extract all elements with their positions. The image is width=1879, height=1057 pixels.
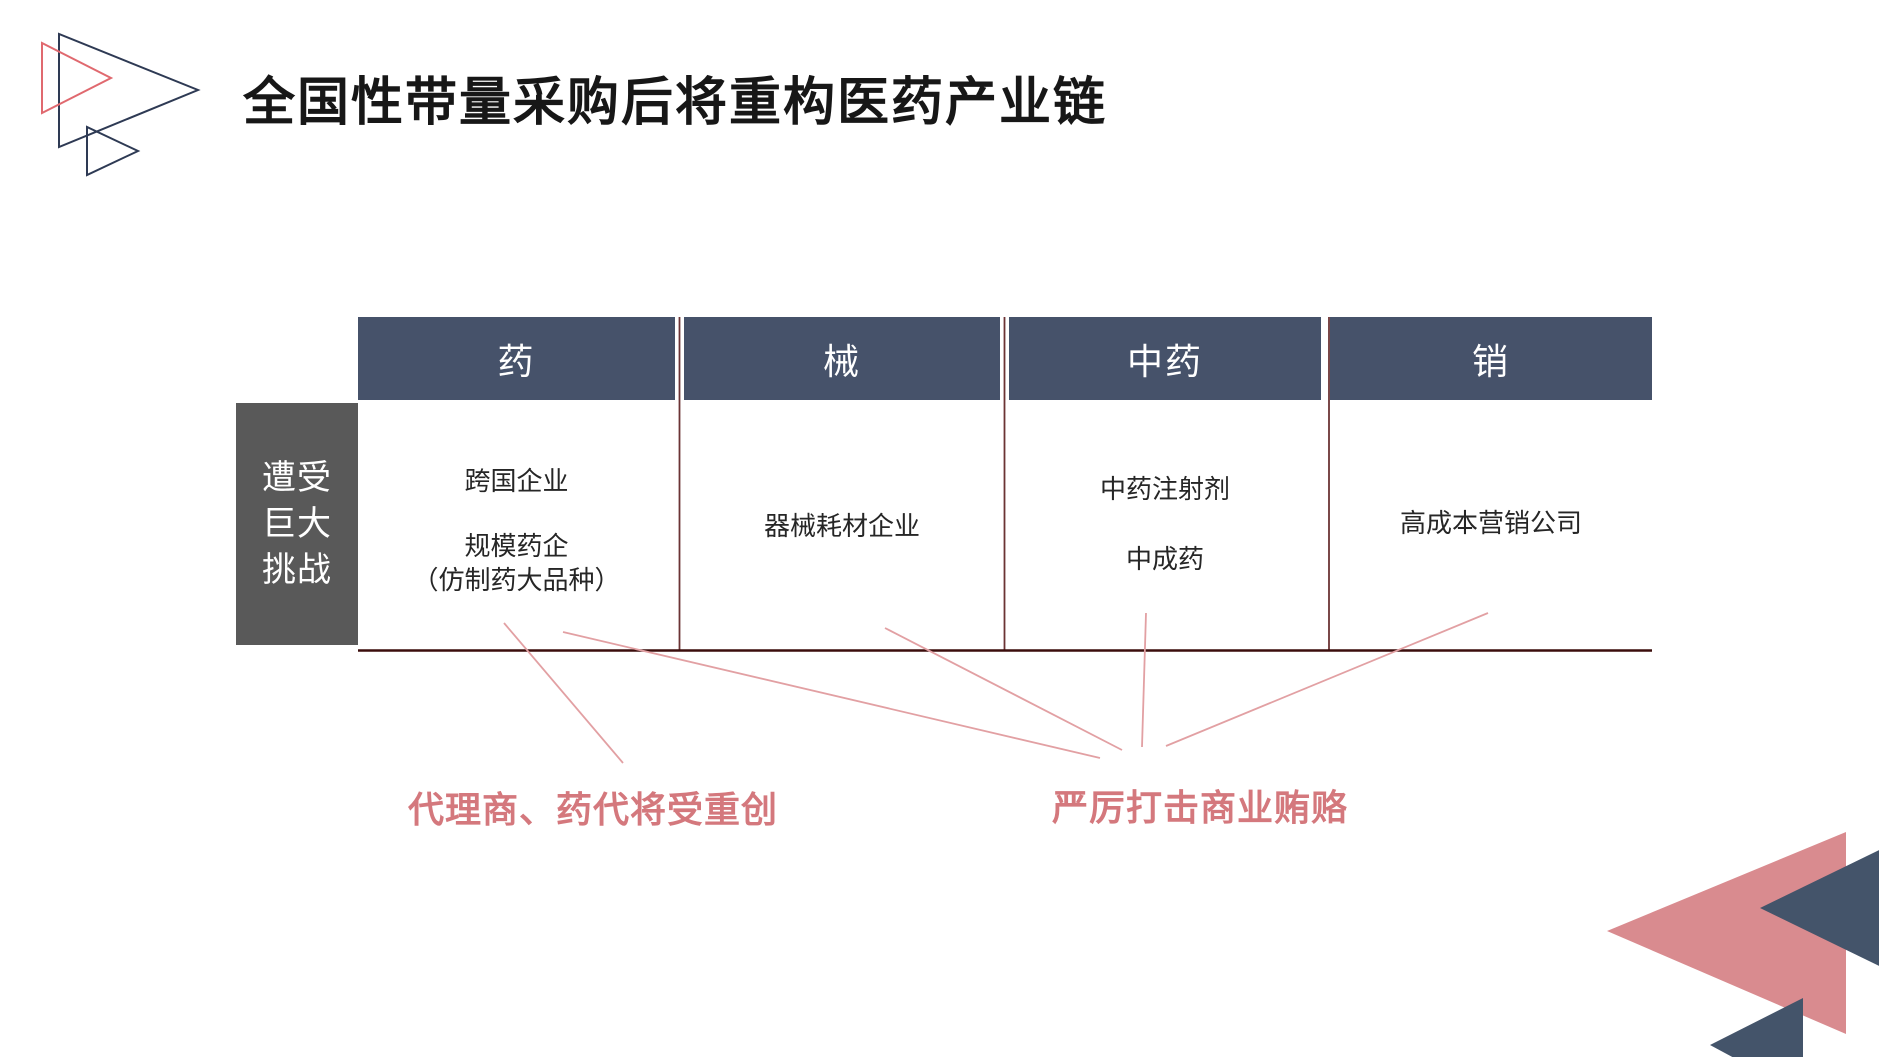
column-header-sales: 销 bbox=[1330, 317, 1652, 400]
column-header-pharma: 药 bbox=[358, 317, 675, 400]
decor-triangles-bottom-right-icon bbox=[1607, 832, 1879, 1057]
decor-triangles-top-left-icon bbox=[41, 32, 201, 177]
column-item: 器械耗材企业 bbox=[763, 512, 920, 542]
challenge-line: 遭受 bbox=[262, 458, 332, 498]
column-item: 高成本营销公司 bbox=[1399, 509, 1582, 539]
column-item: 规模药企 bbox=[464, 532, 569, 562]
challenge-line: 挑战 bbox=[262, 550, 332, 590]
column-item: 中成药 bbox=[1125, 545, 1204, 575]
column-item: （仿制药大品种） bbox=[412, 566, 621, 596]
challenge-label-box: 遭受 巨大 挑战 bbox=[236, 403, 358, 645]
column-header-device: 械 bbox=[684, 317, 1000, 400]
page-title: 全国性带量采购后将重构医药产业链 bbox=[243, 73, 1108, 133]
column-item: 中药注射剂 bbox=[1099, 475, 1230, 505]
callout-bribery-crack: 严厉打击商业贿赂 bbox=[1052, 788, 1349, 829]
connector-lines bbox=[503, 612, 1489, 764]
callout-agents-hit: 代理商、药代将受重创 bbox=[408, 790, 779, 831]
challenge-line: 巨大 bbox=[262, 504, 332, 544]
column-header-tcm: 中药 bbox=[1009, 317, 1321, 400]
column-item: 跨国企业 bbox=[464, 467, 569, 497]
